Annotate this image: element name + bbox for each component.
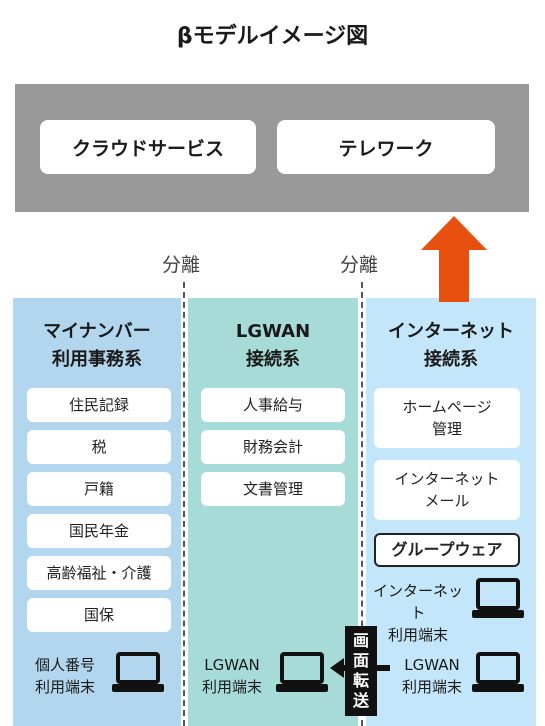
item-koseki: 戸籍 bbox=[27, 472, 171, 506]
up-arrow-icon bbox=[421, 216, 487, 302]
item-mail-line1: インターネット bbox=[394, 470, 500, 488]
cloud-service-card: クラウドサービス bbox=[40, 120, 256, 174]
mynumber-heading-line2: 利用事務系 bbox=[52, 349, 142, 370]
item-kokuho: 国保 bbox=[27, 598, 171, 632]
screen-transfer-label: 画 面 転 送 bbox=[345, 626, 377, 716]
mynumber-heading-line1: マイナンバー bbox=[43, 321, 151, 342]
groupware-box: グループウェア bbox=[374, 533, 520, 567]
item-homepage-kanri: ホームページ 管理 bbox=[374, 388, 520, 448]
item-homepage-line1: ホームページ bbox=[402, 398, 492, 416]
mynumber-terminal-line2: 利用端末 bbox=[34, 678, 95, 696]
lgwan-heading: LGWAN 接続系 bbox=[188, 318, 358, 374]
lgwan-terminal-line2: 利用端末 bbox=[201, 678, 262, 696]
item-bunsho-kanri: 文書管理 bbox=[201, 472, 345, 506]
lgwan-heading-line2: 接続系 bbox=[246, 349, 300, 370]
item-jinji-kyuyo: 人事給与 bbox=[201, 388, 345, 422]
internet-heading-line1: インターネット bbox=[388, 321, 514, 342]
internet-heading-line2: 接続系 bbox=[424, 349, 478, 370]
screen-transfer-char4: 送 bbox=[352, 691, 369, 710]
lgwan-terminal-line1: LGWAN bbox=[204, 656, 260, 674]
item-internet-mail: インターネット メール bbox=[374, 460, 520, 520]
item-zaimu-kaikei: 財務会計 bbox=[201, 430, 345, 464]
item-kokumin-nenkin: 国民年金 bbox=[27, 514, 171, 548]
telework-card: テレワーク bbox=[277, 120, 495, 174]
separation-label-right: 分離 bbox=[340, 254, 379, 276]
internet-lgwan-terminal-line1: LGWAN bbox=[404, 656, 460, 674]
item-homepage-line2: 管理 bbox=[431, 420, 462, 438]
item-zei: 税 bbox=[27, 430, 171, 464]
item-mail-line2: メール bbox=[424, 492, 470, 510]
internet-laptop-icon bbox=[472, 578, 524, 618]
item-koureifukushi: 高齢福祉・介護 bbox=[27, 556, 171, 590]
separator-line-left bbox=[183, 282, 185, 726]
mynumber-terminal-label: 個人番号 利用端末 bbox=[22, 654, 108, 698]
item-juminkiroku: 住民記録 bbox=[27, 388, 171, 422]
lgwan-zone bbox=[188, 298, 358, 726]
screen-transfer-char1: 画 bbox=[352, 631, 369, 650]
internet-heading: インターネット 接続系 bbox=[366, 318, 536, 374]
lgwan-terminal-label: LGWAN 利用端末 bbox=[192, 654, 272, 698]
separator-line-right bbox=[361, 282, 363, 726]
internet-terminal-line2: 利用端末 bbox=[387, 626, 448, 644]
left-arrow-icon bbox=[330, 658, 344, 678]
internet-lgwan-terminal-label: LGWAN 利用端末 bbox=[392, 654, 472, 698]
screen-transfer-char3: 転 bbox=[352, 671, 369, 690]
separation-label-left: 分離 bbox=[162, 254, 201, 276]
lgwan-heading-line1: LGWAN bbox=[235, 321, 311, 342]
mynumber-terminal-line1: 個人番号 bbox=[34, 656, 95, 674]
internet-lgwan-terminal-line2: 利用端末 bbox=[401, 678, 462, 696]
internet-lgwan-laptop-icon bbox=[472, 652, 524, 692]
mynumber-heading: マイナンバー 利用事務系 bbox=[13, 318, 181, 374]
diagram-title: βモデルイメージ図 bbox=[176, 24, 369, 49]
screen-transfer-char2: 面 bbox=[352, 651, 369, 670]
internet-terminal-line1: インターネット bbox=[372, 582, 463, 622]
mynumber-laptop-icon bbox=[112, 652, 164, 692]
lgwan-laptop-icon bbox=[276, 652, 328, 692]
internet-terminal-label: インターネット 利用端末 bbox=[368, 580, 468, 646]
